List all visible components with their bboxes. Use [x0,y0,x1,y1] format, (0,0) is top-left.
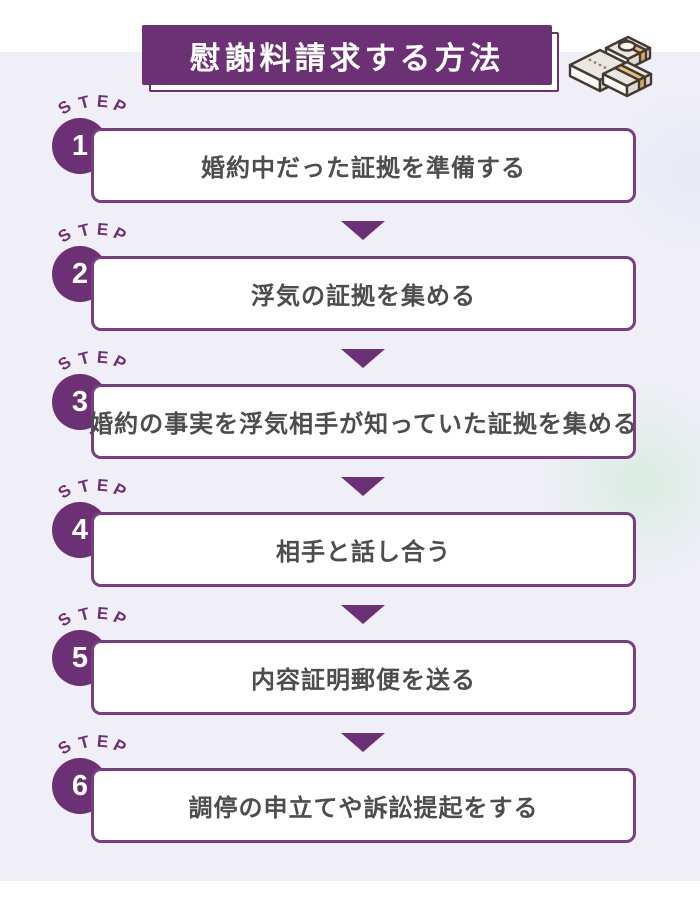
step-group-5: S T E P 5 内容証明郵便を送る [0,597,700,752]
step-word-letter: S [54,224,75,247]
step-word-letter: S [54,480,75,503]
step-word-letter: S [54,96,75,119]
arrow-down-icon [341,349,385,368]
step-word-letter: E [96,731,110,752]
arrow-down-icon [341,221,385,240]
step-word-letter: T [76,603,92,626]
step-box: 相手と話し合う [91,512,636,587]
step-group-3: S T E P 3 婚約の事実を浮気相手が知っていた証拠を集める [0,341,700,496]
step-word-letter: T [76,475,92,498]
arrow-down-icon [341,733,385,752]
money-stack-icon [566,31,658,99]
step-number: 4 [71,513,89,546]
step-word-letter: P [110,735,130,758]
step-group-2: S T E P 2 浮気の証拠を集める [0,213,700,368]
step-box: 内容証明郵便を送る [91,640,636,715]
step-word-letter: T [76,91,92,114]
step-word-letter: T [76,731,92,754]
step-number: 5 [71,641,89,674]
step-word-letter: E [96,219,110,240]
step-number: 2 [71,257,89,290]
step-group-4: S T E P 4 相手と話し合う [0,469,700,624]
step-number: 3 [71,385,89,418]
step-word-letter: P [110,479,130,502]
step-number: 6 [71,769,89,802]
step-word-letter: S [54,352,75,375]
step-label: 婚約の事実を浮気相手が知っていた証拠を集める [89,411,638,438]
step-word-letter: E [96,475,110,496]
step-word-letter: E [96,347,110,368]
step-word-letter: E [96,603,110,624]
step-word-letter: P [110,351,130,374]
step-box: 婚約の事実を浮気相手が知っていた証拠を集める [89,384,638,459]
step-label: 婚約中だった証拠を準備する [201,155,526,182]
step-box: 調停の申立てや訴訟提起をする [91,768,636,843]
arrow-down-icon [341,477,385,496]
step-box: 婚約中だった証拠を準備する [91,128,636,203]
step-word-letter: E [96,91,110,112]
step-number: 1 [71,129,89,162]
step-label: 相手と話し合う [276,539,451,566]
step-word-letter: P [110,95,130,118]
step-box: 浮気の証拠を集める [91,256,636,331]
step-word-letter: S [54,608,75,631]
step-group-1: S T E P 1 婚約中だった証拠を準備する [0,85,700,240]
step-word-letter: S [54,736,75,759]
step-word-letter: P [110,607,130,630]
step-label: 浮気の証拠を集める [251,283,476,310]
title-banner: 慰謝料請求する方法 [142,25,552,85]
arrow-down-icon [341,605,385,624]
step-label: 調停の申立てや訴訟提起をする [188,795,539,822]
step-word-letter: T [76,347,92,370]
page-title: 慰謝料請求する方法 [189,40,505,76]
step-word-letter: P [110,223,130,246]
step-group-6: S T E P 6 調停の申立てや訴訟提起をする [0,725,700,853]
step-word-letter: T [76,219,92,242]
step-label: 内容証明郵便を送る [251,667,476,694]
